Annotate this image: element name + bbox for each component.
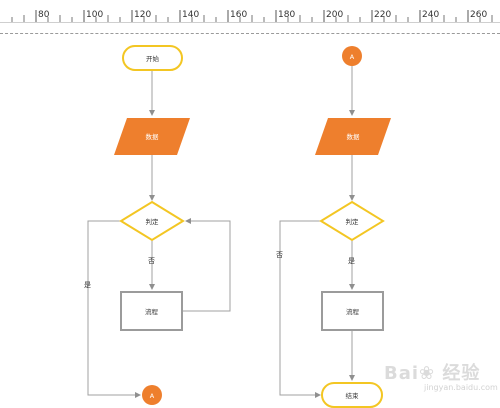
watermark-sub: jingyan.baidu.com [424, 383, 498, 392]
ruler-label: 220 [374, 10, 392, 20]
edge-label-yes: 是 [84, 281, 91, 289]
end-terminator[interactable]: 结束 [321, 382, 383, 408]
data-parallelogram[interactable]: 数据 [315, 118, 391, 155]
watermark-text: Bai [384, 363, 420, 384]
ruler-label: 100 [86, 10, 104, 20]
flow-right: A 数据 判定 流程 结束 [279, 46, 391, 408]
ruler-ticks [11, 10, 493, 22]
decision-label: 判定 [346, 217, 360, 226]
ruler-label: 120 [134, 10, 152, 20]
page-break-line [0, 33, 500, 34]
connector-a-circle[interactable]: A [142, 385, 162, 405]
decision-label: 判定 [146, 217, 160, 226]
start-label: 开始 [146, 54, 160, 63]
process-label: 流程 [346, 307, 360, 316]
ruler-label: 260 [470, 10, 488, 20]
ruler-label: 160 [230, 10, 248, 20]
process-box[interactable]: 流程 [120, 291, 183, 331]
data-label: 数据 [347, 132, 361, 141]
horizontal-ruler: 80 100 120 140 160 180 200 220 240 260 [0, 0, 500, 23]
start-terminator[interactable]: 开始 [122, 45, 183, 71]
edge-label-yes: 是 [348, 257, 355, 265]
data-parallelogram[interactable]: 数据 [114, 118, 190, 155]
decision-diamond[interactable]: 判定 [319, 200, 385, 242]
data-label: 数据 [146, 132, 160, 141]
paw-icon: ❀ [419, 363, 436, 384]
connector-a-label: A [350, 53, 355, 61]
edge-label-no: 否 [276, 251, 283, 259]
baidu-watermark-logo: Bai❀ 经验 jingyan.baidu.com [384, 355, 498, 395]
loop-back-connector[interactable] [182, 218, 231, 312]
edge-label-no: 否 [148, 257, 155, 265]
ruler-label: 180 [278, 10, 296, 20]
process-label: 流程 [145, 307, 159, 316]
end-label: 结束 [346, 391, 360, 400]
connector-a-circle[interactable]: A [342, 46, 362, 66]
yes-branch-connector[interactable] [87, 220, 141, 398]
ruler-label: 200 [326, 10, 344, 20]
ruler-label: 140 [182, 10, 200, 20]
ruler-label: 80 [38, 10, 50, 20]
watermark-suffix: 经验 [442, 363, 481, 384]
flow-left: 开始 数据 判定 流程 A [87, 45, 231, 405]
connector-a-label: A [150, 392, 155, 400]
decision-diamond[interactable]: 判定 [119, 200, 185, 242]
ruler-label: 240 [422, 10, 440, 20]
no-branch-connector[interactable] [279, 220, 321, 398]
process-box[interactable]: 流程 [321, 291, 384, 331]
